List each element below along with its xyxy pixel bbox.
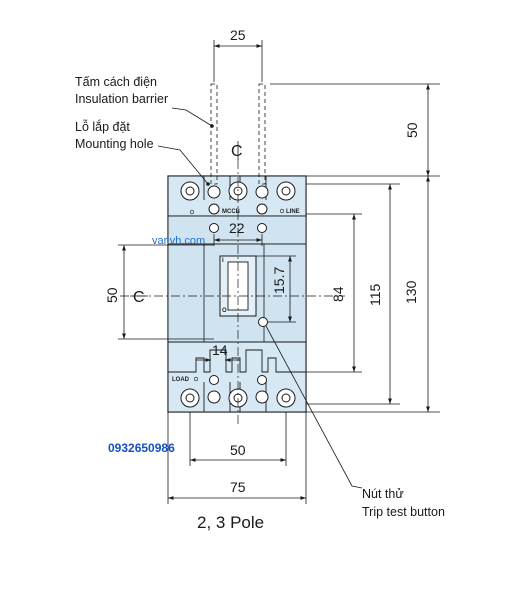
dim-overall-height: 130 — [403, 280, 419, 304]
center-lines — [120, 160, 345, 425]
insulation-label-vi: Tấm cách điện — [75, 75, 157, 89]
dimension-lines — [118, 40, 440, 504]
load-label: LOAD — [172, 377, 190, 383]
bottom-terminals — [180, 375, 296, 408]
off-mark: O — [222, 308, 227, 314]
figure-caption: 2, 3 Pole — [197, 513, 264, 532]
mounting-label-en: Mounting hole — [75, 137, 154, 151]
centerline-symbols: C C — [130, 141, 243, 306]
dim-inner-center: 22 — [229, 220, 245, 236]
trip-label-en: Trip test button — [362, 505, 445, 519]
watermark: var.vh.com — [152, 235, 205, 247]
trip-label-vi: Nút thử — [362, 487, 404, 501]
line-label: LINE — [286, 209, 300, 215]
dim-slot-width: 14 — [212, 342, 228, 358]
mccb-label: MCCB — [222, 209, 241, 215]
on-mark: I — [222, 258, 224, 264]
dim-barrier-height: 50 — [404, 122, 420, 138]
svg-text:C: C — [231, 143, 243, 160]
dim-body-height: 115 — [367, 283, 383, 306]
insulation-barriers — [210, 83, 266, 185]
leader-lines — [157, 107, 363, 489]
trip-test-button — [258, 317, 268, 327]
dim-mount-vertical: 50 — [104, 287, 120, 303]
dim-inner-height: 84 — [330, 286, 346, 302]
phone-number: 0932650986 — [108, 441, 175, 455]
dim-mount-horizontal: 50 — [230, 442, 246, 458]
insulation-label-en: Insulation barrier — [75, 92, 168, 106]
svg-text:C: C — [133, 289, 145, 306]
breaker-body — [167, 175, 307, 413]
dim-top-pitch: 25 — [230, 27, 246, 43]
mounting-label-vi: Lỗ lắp đặt — [75, 119, 130, 134]
dim-handle-offset: 15.7 — [271, 267, 287, 294]
dim-overall-width: 75 — [230, 479, 246, 495]
